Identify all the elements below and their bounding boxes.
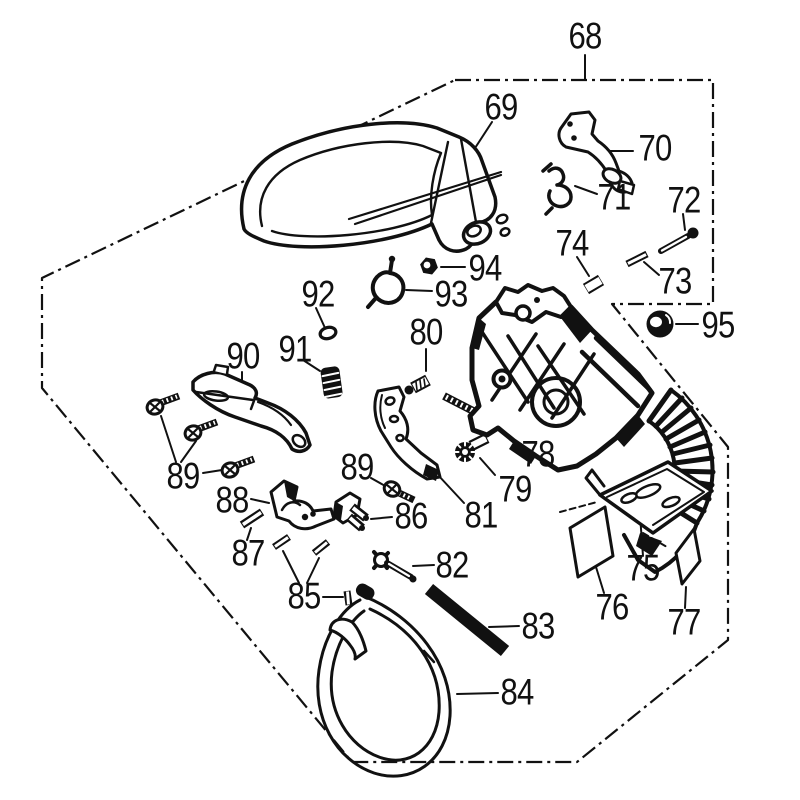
- leader-81: [437, 474, 465, 504]
- part-label-71: 71: [597, 176, 632, 218]
- screw-89-1: [145, 392, 181, 416]
- leader-89a-1: [160, 415, 177, 463]
- part-label-95: 95: [701, 304, 736, 346]
- part-label-86: 86: [394, 495, 429, 537]
- part-label-70: 70: [638, 127, 673, 169]
- part-88-bracket-drawing: [269, 479, 336, 531]
- part-label-80: 80: [409, 311, 444, 353]
- part-label-88: 88: [215, 479, 250, 521]
- leader-88: [250, 498, 270, 504]
- leader-92: [315, 307, 326, 329]
- leader-74: [576, 256, 590, 277]
- part-77-plate-drawing: [674, 527, 702, 586]
- part-94-nut-drawing: [420, 257, 438, 275]
- part-label-81: 81: [464, 494, 499, 536]
- part-label-93: 93: [434, 273, 469, 315]
- part-label-76: 76: [595, 586, 630, 628]
- leader-72: [682, 213, 686, 231]
- part-label-72: 72: [667, 179, 702, 221]
- part-label-89-right: 89: [340, 446, 375, 488]
- housing-base-tray: [584, 460, 714, 556]
- leader-89a-3: [202, 469, 223, 474]
- part-83-bar-drawing: [424, 583, 510, 657]
- leader-77: [684, 586, 687, 609]
- leader-87: [246, 527, 252, 541]
- part-71-clip-drawing: [541, 162, 573, 216]
- part-93-hook-drawing: [366, 255, 406, 309]
- part-79-gear-drawing: [454, 433, 490, 463]
- part-87-pin-drawing: [239, 508, 265, 529]
- part-label-84: 84: [500, 671, 535, 713]
- part-label-89-left: 89: [166, 455, 201, 497]
- part-90-bracket-drawing: [191, 363, 312, 454]
- screw-89-3: [220, 455, 256, 479]
- part-72-pin-drawing: [658, 227, 699, 254]
- part-label-87: 87: [231, 532, 266, 574]
- part-89-screws-drawing: [145, 392, 416, 504]
- leader-85-a: [282, 550, 300, 584]
- leader-91: [302, 359, 321, 372]
- part-91-spring-drawing: [320, 366, 343, 399]
- part-label-92: 92: [301, 273, 336, 315]
- part-label-85: 85: [287, 575, 322, 617]
- leader-73: [643, 261, 660, 276]
- part-label-74: 74: [555, 222, 590, 264]
- leader-85-b: [306, 557, 320, 584]
- leader-71: [574, 185, 598, 195]
- part-92-oring-drawing: [318, 325, 338, 341]
- part-82-lever-drawing: [372, 550, 417, 583]
- leader-86: [370, 516, 393, 520]
- part-70-lever-drawing: [557, 110, 636, 196]
- screw-89-4: [382, 480, 416, 504]
- part-label-75: 75: [626, 547, 661, 589]
- assembly-boundary-outline: [40, 78, 730, 764]
- part-95-nut-drawing: [646, 310, 674, 338]
- gear-housing-drawing: [467, 283, 716, 574]
- part-label-78: 78: [521, 433, 556, 475]
- part-label-68: 68: [568, 15, 603, 57]
- part-76-plate-drawing: [568, 505, 615, 579]
- leader-76: [595, 566, 605, 594]
- part-label-73: 73: [658, 260, 693, 302]
- part-84-clamp-drawing: [316, 583, 452, 778]
- part-69-cover-drawing: [239, 121, 511, 253]
- part-label-79: 79: [498, 468, 533, 510]
- leader-79: [479, 457, 496, 476]
- leader-82: [412, 564, 435, 567]
- screw-89-2: [183, 418, 219, 442]
- part-86-tensioner-drawing: [332, 491, 369, 532]
- part-74-sleeve-drawing: [582, 274, 605, 295]
- part-label-91: 91: [278, 328, 313, 370]
- part-label-77: 77: [667, 601, 702, 643]
- part-81-guide-plate-drawing: [373, 385, 442, 481]
- part-85-pins-drawing: [272, 534, 353, 606]
- part-label-90: 90: [226, 335, 261, 377]
- part-80-pin-drawing: [404, 374, 431, 395]
- part-label-83: 83: [521, 605, 556, 647]
- part-73-pin-drawing: [625, 250, 649, 268]
- part-label-94: 94: [468, 247, 503, 289]
- part-label-69: 69: [484, 86, 519, 128]
- leader-83: [488, 625, 520, 628]
- leader-89a-2: [180, 440, 197, 463]
- leader-93: [405, 289, 433, 292]
- part-label-82: 82: [435, 544, 470, 586]
- leader-84: [456, 692, 499, 695]
